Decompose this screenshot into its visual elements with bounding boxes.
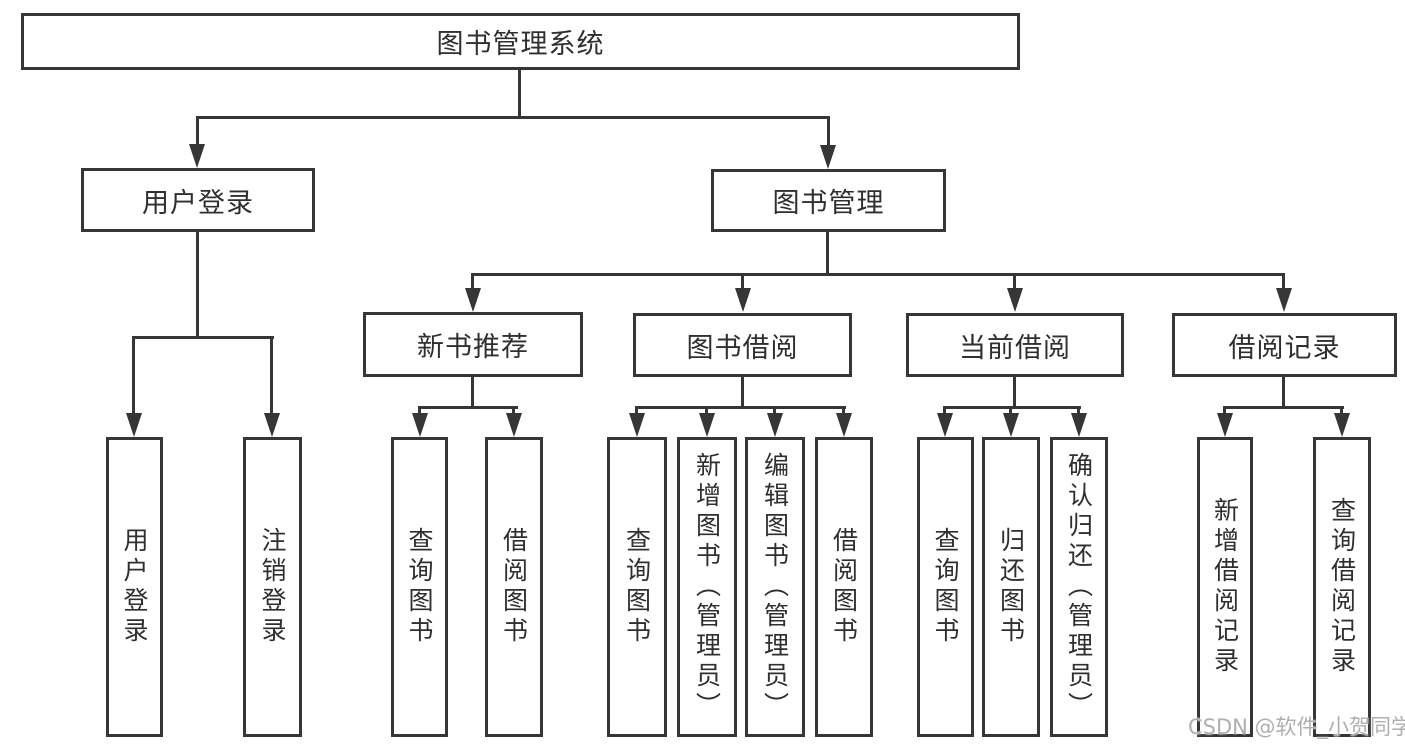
arrowhead-sec0-leaf1 <box>506 413 522 437</box>
leaf-query-books-recommend-label: 查询图书 <box>405 527 434 647</box>
connector-sec3-stem <box>1282 377 1285 406</box>
leaf-confirm-return-admin-label: 确认归还（管理员） <box>1064 452 1094 722</box>
arrowhead-leaf-logout <box>264 413 280 437</box>
leaf-borrow-books: 借阅图书 <box>815 437 873 737</box>
connector-sec3-drop1 <box>1340 406 1343 415</box>
node-book-borrow-label: 图书借阅 <box>686 332 799 364</box>
connector-sec1-drop3 <box>842 406 845 415</box>
arrowhead-sec2-leaf1 <box>1003 413 1019 437</box>
node-new-book-recommend: 新书推荐 <box>363 312 583 377</box>
connector-drop-new-book <box>471 273 474 290</box>
node-book-management-label: 图书管理 <box>772 188 885 219</box>
leaf-borrow-books-recommend: 借阅图书 <box>485 437 543 737</box>
connector-root-bus <box>197 116 830 119</box>
arrowhead-book-mgmt <box>820 145 836 169</box>
leaf-edit-books-admin: 编辑图书（管理员） <box>745 437 805 737</box>
leaf-add-borrow-record-label: 新增借阅记录 <box>1210 497 1240 677</box>
node-borrow-records: 借阅记录 <box>1172 313 1397 377</box>
leaf-user-login: 用户登录 <box>106 437 163 737</box>
arrowhead-sec3-leaf1 <box>1334 413 1350 437</box>
arrowhead-sec1-leaf0 <box>629 413 645 437</box>
watermark: CSDN @软件_小贺同学 <box>1188 715 1405 739</box>
connector-sec1-bus <box>635 406 846 409</box>
leaf-user-login-label: 用户登录 <box>120 527 149 647</box>
connector-sec1-stem <box>741 377 744 406</box>
connector-sec3-drop0 <box>1223 406 1226 415</box>
connector-sec2-stem <box>1013 377 1016 406</box>
leaf-borrow-books-label: 借阅图书 <box>829 527 859 647</box>
leaf-query-books-borrow-label: 查询图书 <box>622 527 652 647</box>
connector-userlogin-stem <box>196 232 199 336</box>
connector-sec1-drop0 <box>635 406 638 415</box>
connector-sec2-bus <box>943 406 1081 409</box>
connector-sec2-drop1 <box>1009 406 1012 415</box>
connector-sec0-drop0 <box>418 406 421 415</box>
node-root-label: 图书管理系统 <box>436 29 605 60</box>
node-root: 图书管理系统 <box>21 13 1020 70</box>
connector-sec0-bus <box>418 406 518 409</box>
connector-sec1-drop1 <box>705 406 708 415</box>
arrowhead-sec0-leaf0 <box>412 413 428 437</box>
connector-root-stem <box>518 69 521 117</box>
arrowhead-current-borrow <box>1007 288 1023 312</box>
arrowhead-sec1-leaf3 <box>836 413 852 437</box>
leaf-add-borrow-record: 新增借阅记录 <box>1197 437 1253 737</box>
leaf-return-books: 归还图书 <box>982 437 1040 737</box>
leaf-add-books-admin: 新增图书（管理员） <box>677 437 737 737</box>
leaf-query-books-current: 查询图书 <box>917 437 974 737</box>
node-user-login-label: 用户登录 <box>142 187 254 219</box>
connector-sec3-bus <box>1223 406 1344 409</box>
leaf-logout-label: 注销登录 <box>258 527 287 647</box>
connector-sec2-drop0 <box>943 406 946 415</box>
leaf-query-books-current-label: 查询图书 <box>931 527 960 647</box>
leaf-query-borrow-record: 查询借阅记录 <box>1313 437 1371 737</box>
node-current-borrow: 当前借阅 <box>906 313 1124 377</box>
leaf-query-books-borrow: 查询图书 <box>607 437 667 737</box>
leaf-query-books-recommend: 查询图书 <box>391 437 448 737</box>
arrowhead-book-borrow <box>735 288 751 312</box>
arrowhead-leaf-login <box>126 413 142 437</box>
arrowhead-sec3-leaf0 <box>1217 413 1233 437</box>
leaf-add-books-admin-label: 新增图书（管理员） <box>692 452 722 722</box>
arrowhead-sec1-leaf1 <box>699 413 715 437</box>
connector-drop-book-borrow <box>741 273 744 290</box>
connector-drop-user-login <box>196 116 199 146</box>
connector-sec1-drop2 <box>773 406 776 415</box>
leaf-borrow-books-recommend-label: 借阅图书 <box>499 527 529 647</box>
arrowhead-user-login <box>189 144 205 168</box>
leaf-logout: 注销登录 <box>243 437 302 737</box>
connector-sec0-stem <box>471 377 474 406</box>
arrowhead-sec2-leaf0 <box>937 413 953 437</box>
node-user-login: 用户登录 <box>81 168 315 232</box>
node-new-book-recommend-label: 新书推荐 <box>417 332 529 363</box>
node-current-borrow-label: 当前借阅 <box>959 332 1071 364</box>
connector-drop-book-mgmt <box>827 116 830 146</box>
node-book-borrow: 图书借阅 <box>633 313 852 377</box>
arrowhead-sec1-leaf2 <box>767 413 783 437</box>
leaf-query-borrow-record-label: 查询借阅记录 <box>1327 497 1357 677</box>
connector-drop-borrow-records <box>1282 273 1285 290</box>
arrowhead-new-book <box>465 288 481 312</box>
leaf-edit-books-admin-label: 编辑图书（管理员） <box>760 452 790 722</box>
connector-sec0-drop1 <box>512 406 515 415</box>
connector-bookmgmt-bus <box>471 273 1284 276</box>
leaf-return-books-label: 归还图书 <box>996 527 1026 647</box>
connector-sec2-drop2 <box>1077 406 1080 415</box>
node-borrow-records-label: 借阅记录 <box>1228 332 1341 364</box>
connector-bookmgmt-stem <box>826 232 829 273</box>
leaf-confirm-return-admin: 确认归还（管理员） <box>1050 437 1108 737</box>
connector-drop-leaf-logout <box>270 336 273 415</box>
node-book-management: 图书管理 <box>711 169 946 232</box>
connector-drop-leaf-login <box>132 336 135 415</box>
arrowhead-borrow-records <box>1276 288 1292 312</box>
connector-drop-current-borrow <box>1013 273 1016 290</box>
connector-userlogin-bus <box>133 336 274 339</box>
arrowhead-sec2-leaf2 <box>1071 413 1087 437</box>
